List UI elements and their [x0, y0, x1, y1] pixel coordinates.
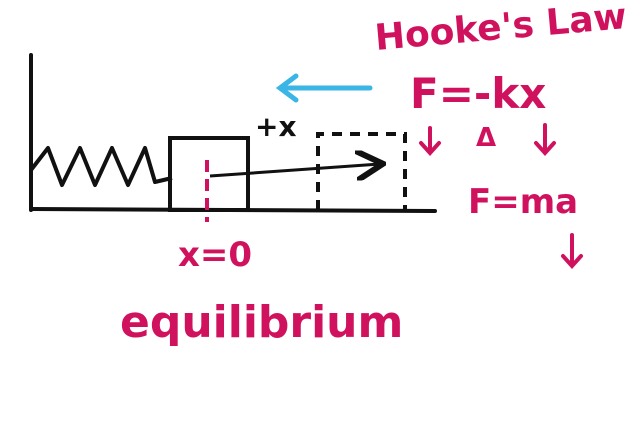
arrow-down-icon — [534, 123, 556, 156]
origin-label: x=0 — [178, 235, 252, 275]
spring — [29, 146, 173, 187]
direction-label: +x — [255, 110, 297, 143]
displacement-arrow — [209, 164, 380, 176]
arrow-down-icon — [561, 233, 583, 269]
arrow-down-icon — [419, 126, 441, 156]
equilibrium-label: equilibrium — [120, 297, 403, 348]
restoring-force-arrow — [275, 73, 373, 103]
equation-hooke: F=-kx — [410, 69, 546, 118]
title: Hooke's Law — [373, 0, 628, 59]
delta-symbol: Δ — [476, 123, 496, 153]
displaced-block-outline — [316, 132, 407, 210]
equation-newton: F=ma — [468, 182, 578, 222]
